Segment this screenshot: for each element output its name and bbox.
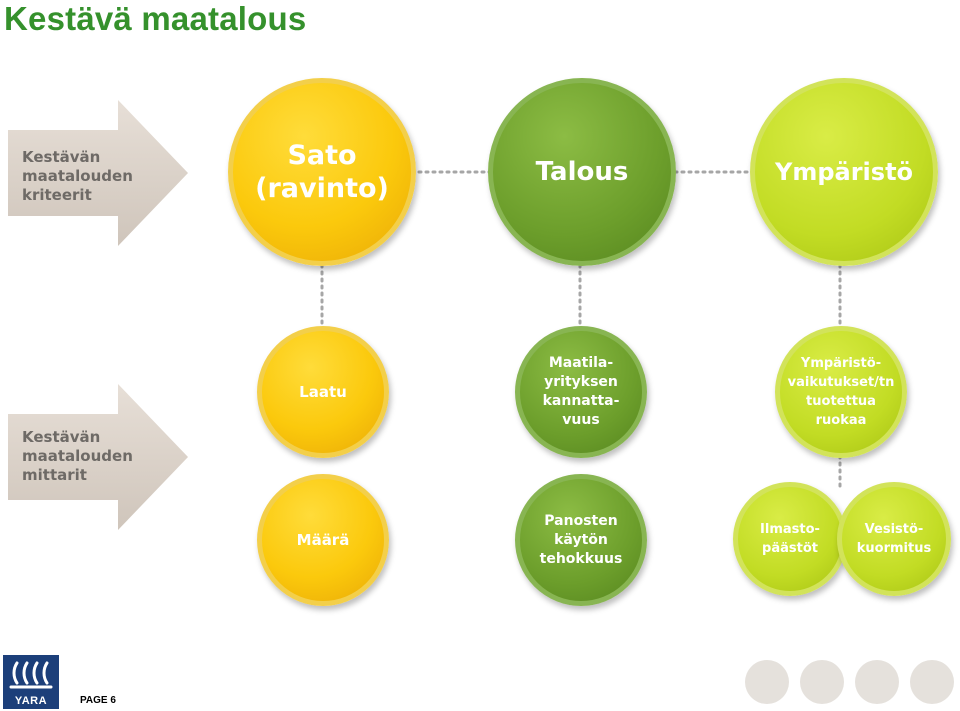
circle-vaikutukset: Ympäristö- vaikutukset/tn tuotettua ruok… xyxy=(775,326,907,458)
circle-ymparisto-label: Ympäristö xyxy=(774,158,914,186)
circle-laatu: Laatu xyxy=(257,326,389,458)
circle-vaikutukset-label: Ympäristö- vaikutukset/tn tuotettua ruok… xyxy=(787,356,895,428)
circle-kannattavuus-label: Maatila- yrityksen kannatta- vuus xyxy=(542,355,620,428)
circle-ilmasto: Ilmasto- päästöt xyxy=(733,482,847,596)
nav-dot-4[interactable] xyxy=(910,660,954,704)
circle-ilmasto-label: Ilmasto- päästöt xyxy=(760,522,820,556)
logo-text: YARA xyxy=(14,695,48,707)
circle-ymparisto: Ympäristö xyxy=(750,78,938,266)
circle-maara-label: Määrä xyxy=(296,530,350,549)
criteria-arrow-shape xyxy=(8,100,188,246)
metrics-arrow-label: Kestävän maatalouden mittarit xyxy=(22,428,133,484)
circle-panosten: Panosten käytön tehokkuus xyxy=(515,474,647,606)
circle-talous: Talous xyxy=(488,78,676,266)
circle-kannattavuus: Maatila- yrityksen kannatta- vuus xyxy=(515,326,647,458)
circle-maara: Määrä xyxy=(257,474,389,606)
circle-laatu-label: Laatu xyxy=(299,382,347,401)
circle-sato-label: Sato (ravinto) xyxy=(255,140,389,204)
yara-logo: YARA xyxy=(3,655,59,709)
page-title: Kestävä maatalous xyxy=(4,0,307,37)
nav-dot-2[interactable] xyxy=(800,660,844,704)
circle-vesisto: Vesistö- kuormitus xyxy=(837,482,951,596)
circle-sato: Sato (ravinto) xyxy=(228,78,416,266)
circle-panosten-label: Panosten käytön tehokkuus xyxy=(539,512,623,567)
metrics-arrow-shape xyxy=(8,384,188,530)
nav-dot-3[interactable] xyxy=(855,660,899,704)
page-number: PAGE 6 xyxy=(80,695,116,706)
criteria-arrow-label: Kestävän maatalouden kriteerit xyxy=(22,148,133,204)
viking-ship-icon xyxy=(9,661,53,689)
circle-talous-label: Talous xyxy=(535,157,629,187)
nav-dot-1[interactable] xyxy=(745,660,789,704)
circle-vesisto-label: Vesistö- kuormitus xyxy=(856,522,932,556)
